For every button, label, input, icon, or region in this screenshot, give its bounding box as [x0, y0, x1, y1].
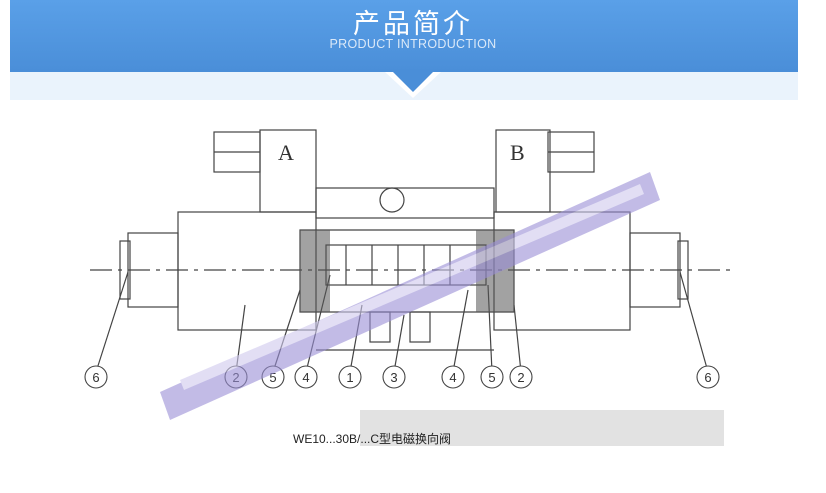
watermark-blur — [160, 172, 660, 420]
callout-label: 1 — [346, 370, 353, 385]
callout-label: 2 — [517, 370, 524, 385]
port-label-b: B — [510, 140, 525, 165]
caption-blur — [360, 410, 724, 446]
diagram-caption: WE10...30B/...C型电磁换向阀 — [293, 432, 452, 446]
callout-label: 4 — [449, 370, 456, 385]
callout-label: 3 — [390, 370, 397, 385]
callout-label: 6 — [92, 370, 99, 385]
callout-label: 6 — [704, 370, 711, 385]
callout-label: 5 — [269, 370, 276, 385]
valve-diagram: A B 6 2 5 4 1 3 4 5 2 6 — [84, 129, 730, 446]
banner-title: 产品简介 — [353, 9, 473, 39]
port-label-a: A — [278, 140, 294, 165]
header-banner — [10, 0, 798, 72]
callout-label: 5 — [488, 370, 495, 385]
banner-subtitle: PRODUCT INTRODUCTION — [329, 37, 497, 51]
chevron-down-icon — [385, 72, 441, 98]
callout-label: 4 — [302, 370, 309, 385]
